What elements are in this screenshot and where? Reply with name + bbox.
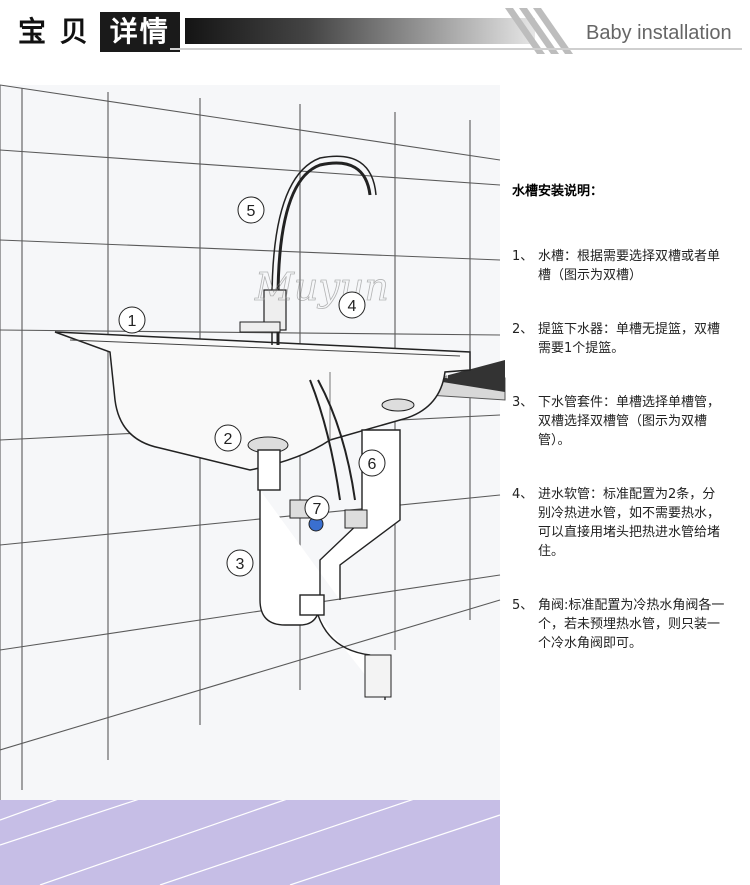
- note-number: 2、: [512, 322, 534, 337]
- callout-6: 6: [358, 449, 386, 477]
- note-item: 2、 提篮下水器：单槽无提篮，双槽需要1个提篮。: [512, 320, 727, 358]
- sink-diagram-svg: 台面 Muyun: [0, 84, 506, 885]
- note-item: 5、 角阀:标准配置为冷热水角阀各一个，若未预埋热水管，则只装一个冷水角阀即可。: [512, 596, 727, 653]
- supply-hose: [309, 379, 341, 501]
- sink-basin: [54, 331, 471, 471]
- note-text: 提篮下水器：单槽无提篮，双槽需要1个提篮。: [538, 322, 721, 356]
- drain-right: [381, 398, 415, 412]
- note-item: 4、 进水软管：标准配置为2条，分别冷热进水管，如不需要热水，可以直接用堵头把热…: [512, 485, 727, 561]
- callout-2-label: 2: [224, 431, 233, 448]
- note-item: 1、 水槽：根据需要选择双槽或者单槽（图示为双槽）: [512, 247, 727, 285]
- note-number: 3、: [512, 395, 534, 410]
- header-title-part2: 详情: [99, 12, 180, 52]
- note-number: 5、: [512, 598, 534, 613]
- callout-1: 1: [118, 306, 146, 334]
- note-text: 水槽：根据需要选择双槽或者单槽（图示为双槽）: [538, 249, 721, 283]
- callout-5-label: 5: [247, 203, 256, 220]
- faucet: [276, 161, 372, 345]
- header-title-part1: 宝 贝: [18, 15, 90, 48]
- callout-3-label: 3: [236, 556, 245, 573]
- header-title: 宝 贝 详情: [8, 10, 180, 54]
- note-text: 角阀:标准配置为冷热水角阀各一个，若未预埋热水管，则只装一个冷水角阀即可。: [538, 598, 725, 651]
- note-item: 3、 下水管套件：单槽选择单槽管，双槽选择双槽管（图示为双槽管）。: [512, 393, 727, 450]
- watermark: Muyun: [254, 265, 389, 309]
- callout-2: 2: [214, 424, 242, 452]
- notes-title: 水槽安装说明：: [512, 184, 604, 199]
- header-subtitle-en: Baby installation: [586, 22, 732, 44]
- note-number: 4、: [512, 487, 534, 502]
- callout-5: 5: [237, 196, 265, 224]
- header-underline: [170, 48, 742, 50]
- note-text: 进水软管：标准配置为2条，分别冷热进水管，如不需要热水，可以直接用堵头把热进水管…: [538, 487, 721, 559]
- note-number: 1、: [512, 249, 534, 264]
- callout-1-label: 1: [128, 313, 137, 330]
- note-text: 下水管套件：单槽选择单槽管，双槽选择双槽管（图示为双槽管）。: [538, 395, 721, 448]
- drain-outlet: [364, 654, 392, 698]
- callouts: 1 2 3 4 5 6 7: [118, 196, 386, 577]
- callout-7: 7: [304, 495, 330, 521]
- installation-notes: 水槽安装说明： 1、 水槽：根据需要选择双槽或者单槽（图示为双槽） 2、 提篮下…: [512, 180, 727, 688]
- callout-4: 4: [338, 291, 366, 319]
- angle-valve-right: [344, 509, 368, 529]
- callout-3: 3: [226, 549, 254, 577]
- page-header: 宝 贝 详情 Baby installation: [0, 0, 750, 62]
- sink-installation-diagram: 台面 Muyun: [0, 80, 510, 885]
- header-gradient-bar: [185, 18, 535, 44]
- header-stripes-decoration: [505, 8, 573, 54]
- callout-6-label: 6: [368, 456, 377, 473]
- callout-4-label: 4: [348, 298, 357, 315]
- callout-7-label: 7: [313, 501, 322, 518]
